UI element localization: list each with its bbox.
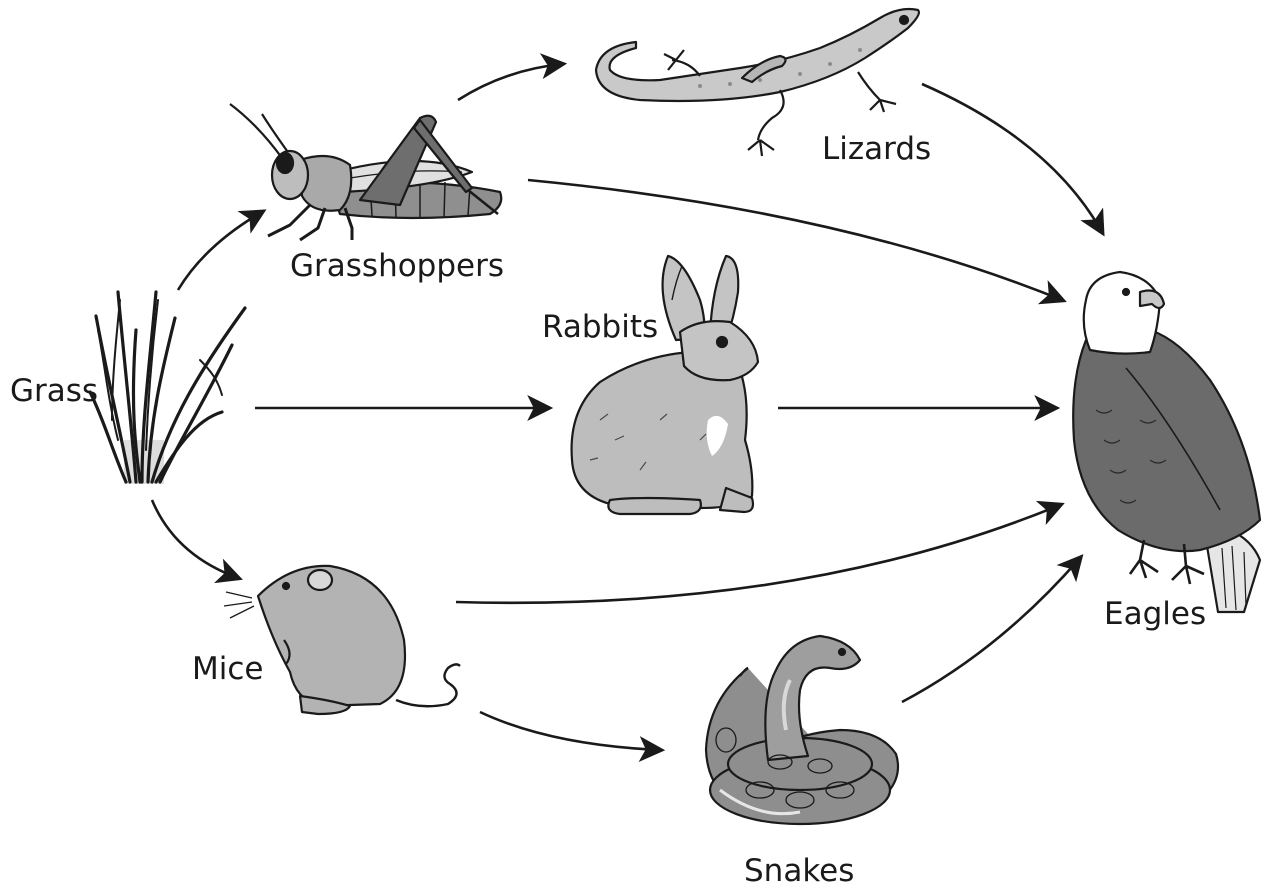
label-snakes: Snakes bbox=[744, 856, 854, 887]
rabbit-icon bbox=[572, 256, 758, 514]
arrow-lizards-to-eagles bbox=[922, 84, 1102, 232]
grasshopper-icon bbox=[230, 104, 501, 240]
arrow-grass-to-mice bbox=[152, 500, 238, 578]
arrow-snakes-to-eagles bbox=[902, 558, 1080, 702]
label-eagles: Eagles bbox=[1104, 599, 1206, 630]
arrow-grass-to-grasshoppers bbox=[178, 212, 262, 290]
eagle-icon bbox=[1073, 272, 1260, 612]
label-rabbits: Rabbits bbox=[542, 312, 658, 343]
arrow-mice-to-eagles bbox=[456, 505, 1060, 603]
label-lizards: Lizards bbox=[822, 134, 931, 165]
label-grass: Grass bbox=[10, 376, 98, 407]
mouse-icon bbox=[224, 566, 460, 714]
grass-icon bbox=[90, 292, 245, 484]
arrow-grasshoppers-to-lizards bbox=[458, 64, 562, 100]
snake-icon bbox=[706, 636, 898, 824]
label-grasshoppers: Grasshoppers bbox=[290, 251, 504, 282]
arrow-grasshoppers-to-eagles bbox=[528, 180, 1062, 300]
label-mice: Mice bbox=[192, 654, 263, 685]
arrow-mice-to-snakes bbox=[480, 712, 660, 750]
